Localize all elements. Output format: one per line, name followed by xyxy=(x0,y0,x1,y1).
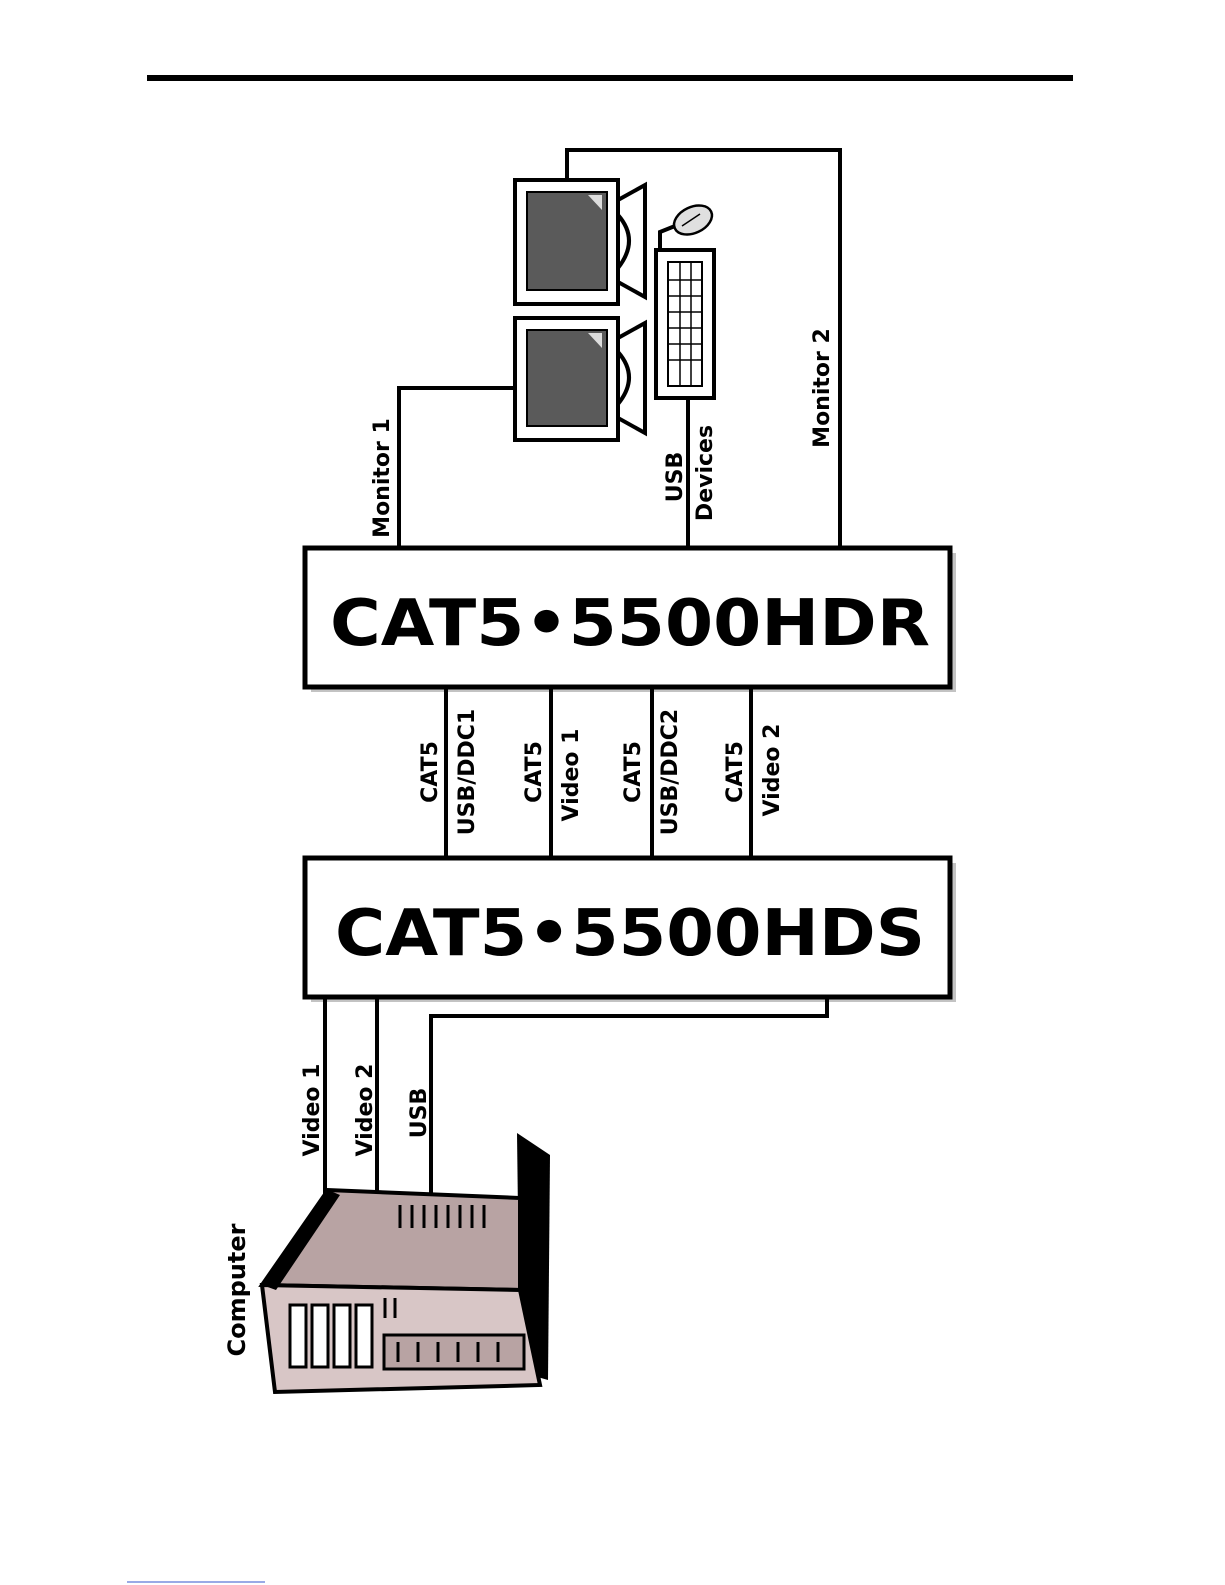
video2-label: Video 2 xyxy=(353,1064,378,1157)
transmitter-model-label: CAT5•5500HDS xyxy=(335,897,925,971)
link1-label-line2: USB/DDC1 xyxy=(455,709,480,836)
monitor-icon xyxy=(515,318,645,440)
header-rule xyxy=(147,75,1073,81)
usb-label: USB xyxy=(407,1088,432,1138)
computer-label: Computer xyxy=(223,1223,251,1356)
receiver-model-label: CAT5•5500HDR xyxy=(330,587,930,661)
transmitter-unit: CAT5•5500HDS xyxy=(305,858,956,1002)
link2-label-line1: CAT5 xyxy=(522,741,547,803)
usb-devices-label-line2: Devices xyxy=(693,425,718,521)
monitor-icon xyxy=(515,180,645,304)
link3-label-line2: USB/DDC2 xyxy=(658,709,683,836)
link3-label-line1: CAT5 xyxy=(621,741,646,803)
link1-label-line1: CAT5 xyxy=(418,741,443,803)
link4-label-line2: Video 2 xyxy=(760,724,785,817)
link4-label-line1: CAT5 xyxy=(723,741,748,803)
usb-devices-label-line1: USB xyxy=(663,452,688,502)
monitor2-label: Monitor 2 xyxy=(810,328,835,448)
mouse-cable xyxy=(660,226,675,248)
video1-label: Video 1 xyxy=(300,1064,325,1157)
computer-tower-icon xyxy=(262,1133,550,1392)
receiver-unit: CAT5•5500HDR xyxy=(305,548,956,692)
mouse-icon xyxy=(669,200,716,240)
keyboard-icon xyxy=(656,250,714,398)
usb-cable xyxy=(431,997,827,1195)
link2-label-line2: Video 1 xyxy=(559,729,584,822)
bottom-wires xyxy=(325,997,827,1195)
cat5-links xyxy=(446,687,751,858)
monitor1-cable xyxy=(399,388,515,548)
monitor1-label: Monitor 1 xyxy=(370,418,395,538)
